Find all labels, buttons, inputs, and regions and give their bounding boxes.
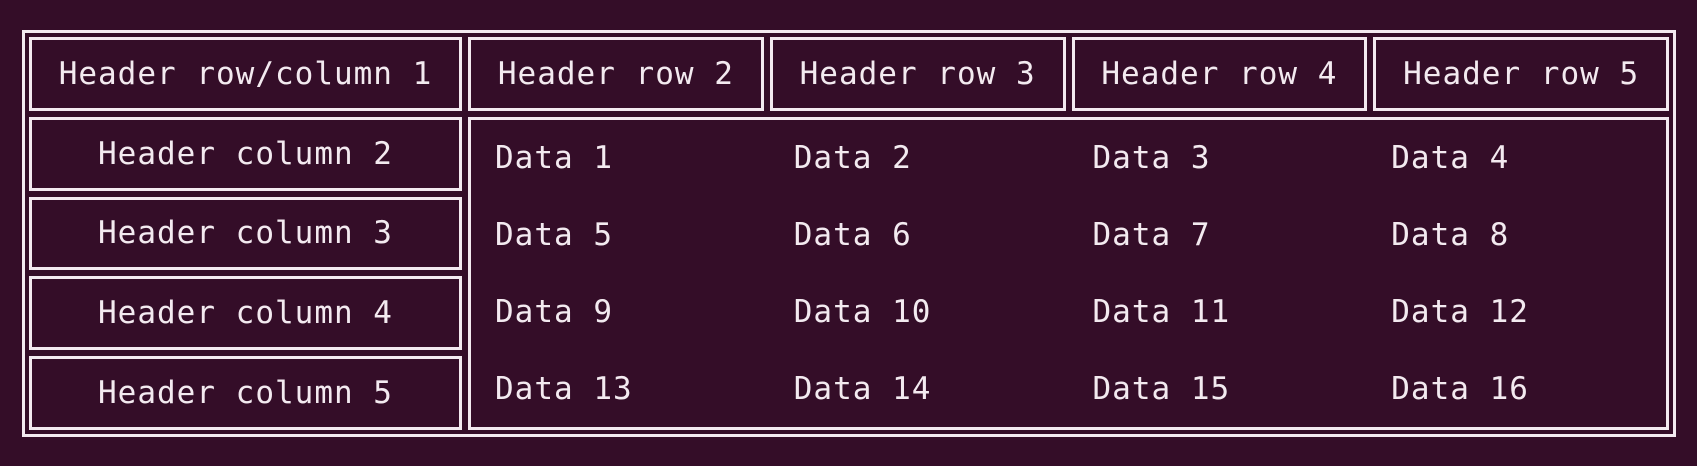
row-header-column-3: Header column 3 — [29, 196, 462, 271]
data-cell-5: Data 5 — [495, 216, 613, 253]
data-cell-16: Data 16 — [1391, 370, 1529, 407]
data-cell-6: Data 6 — [793, 216, 912, 253]
data-cell-10: Data 10 — [793, 293, 932, 330]
column-header-row-2: Header row 2 — [468, 37, 764, 111]
data-cell-12: Data 12 — [1391, 293, 1529, 330]
column-header-row-5: Header row 5 — [1373, 37, 1669, 111]
data-cell-2: Data 2 — [793, 140, 912, 177]
data-cell-1: Data 1 — [495, 140, 613, 177]
data-cell-15: Data 15 — [1092, 370, 1231, 407]
row-header-column-2: Header column 2 — [29, 116, 462, 191]
data-cell-8: Data 8 — [1391, 216, 1510, 253]
data-cell-13: Data 13 — [495, 370, 633, 407]
data-cell-7: Data 7 — [1092, 216, 1211, 253]
data-cell-14: Data 14 — [793, 370, 932, 407]
data-region: Data 1 Data 2 Data 3 Data 4 Data 5 Data … — [468, 116, 1669, 430]
data-cell-3: Data 3 — [1092, 140, 1211, 177]
corner-header-cell: Header row/column 1 — [29, 37, 462, 111]
data-cell-4: Data 4 — [1391, 140, 1510, 177]
data-table: Header row/column 1 Header row 2 Header … — [22, 30, 1676, 437]
column-header-row-4: Header row 4 — [1071, 37, 1368, 111]
row-header-column-4: Header column 4 — [29, 276, 462, 351]
data-cell-11: Data 11 — [1092, 293, 1231, 330]
column-header-row-3: Header row 3 — [769, 37, 1066, 111]
row-header-column-5: Header column 5 — [29, 356, 462, 430]
data-cell-9: Data 9 — [495, 293, 613, 330]
